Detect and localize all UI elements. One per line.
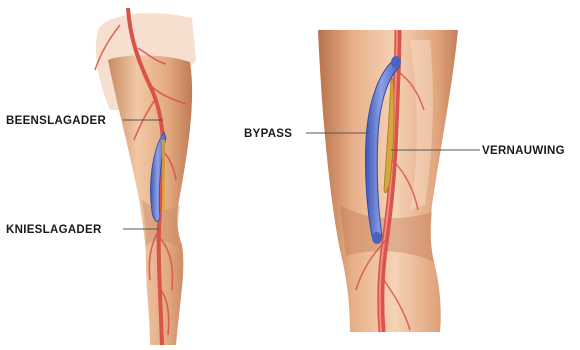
label-femoral-artery: BEENSLAGADER (6, 115, 106, 127)
label-bypass: BYPASS (244, 128, 292, 140)
stenosis-small (162, 140, 165, 210)
label-stenosis: VERNAUWING (482, 145, 565, 157)
leg-closeup-view: BYPASS VERNAUWING (244, 30, 565, 332)
graft-bottom-anastomosis (372, 232, 382, 244)
leg-full-view: BEENSLAGADER KNIESLAGADER (6, 8, 196, 345)
leg-silhouette (108, 55, 192, 345)
graft-top-anastomosis (391, 56, 401, 68)
label-popliteal-artery: KNIESLAGADER (6, 224, 102, 236)
